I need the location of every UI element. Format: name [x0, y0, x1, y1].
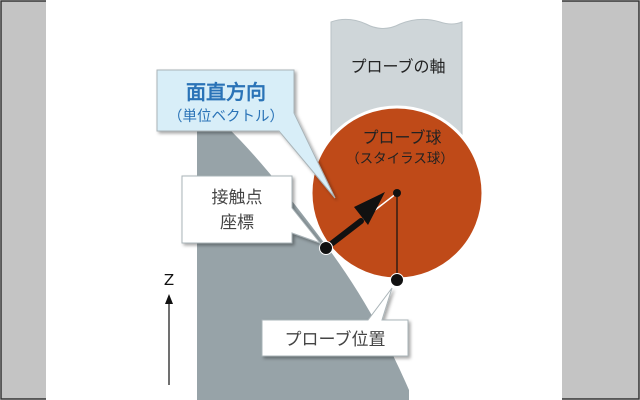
- normal-vector-arrowhead: [354, 192, 385, 225]
- ball-center-point: [393, 189, 401, 197]
- probe-position-label: プローブ位置: [285, 329, 386, 350]
- z-axis-label: Z: [164, 271, 174, 289]
- probe-ball-sublabel: （スタイラス球）: [346, 151, 454, 167]
- z-axis-arrowhead: [165, 294, 173, 304]
- probe-shaft-label: プローブの軸: [350, 57, 445, 76]
- normal-direction-title: 面直方向: [186, 80, 266, 104]
- probe-position-callout: [261, 287, 409, 357]
- normal-vector-shaft: [323, 218, 364, 251]
- contact-point-marker: [319, 241, 333, 255]
- normal-direction-callout: [156, 69, 336, 199]
- contact-point-callout: [181, 175, 322, 245]
- normal-direction-subtitle: （単位ベクトル）: [168, 108, 284, 125]
- probe-position-marker: [390, 273, 404, 287]
- contact-point-label-line1: 接触点: [212, 188, 263, 208]
- probe-ball-label: プローブ球: [362, 128, 441, 147]
- contact-point-label-line2: 座標: [220, 213, 254, 233]
